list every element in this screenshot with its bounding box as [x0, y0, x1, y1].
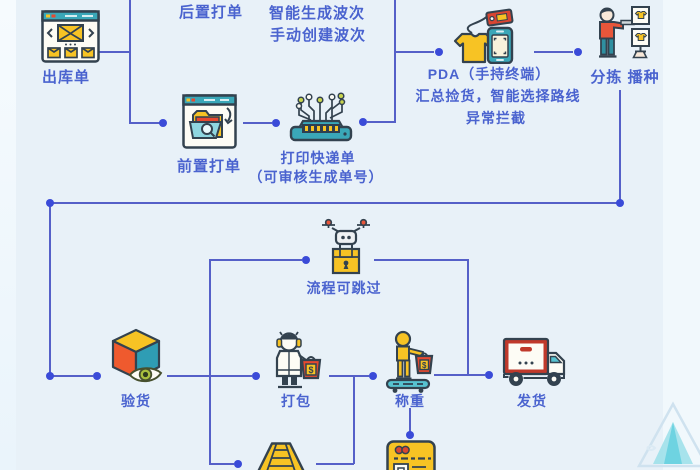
sorting-person-icon	[599, 6, 650, 59]
connector-dot	[272, 119, 280, 127]
node-label-ship: 发货	[517, 393, 547, 409]
pda-scanner-icon	[453, 8, 514, 64]
connector-line	[353, 376, 355, 464]
connector-dot	[574, 48, 582, 56]
page-edge-right	[663, 0, 700, 470]
node-label-sorting: 分拣 播种	[590, 69, 660, 86]
node-label-post-print: 后置打单	[178, 4, 244, 21]
node-desc-pda-2: 异常拦截	[466, 110, 526, 126]
page-edge-left	[0, 0, 16, 470]
connector-line	[316, 463, 354, 465]
connector-dot	[234, 460, 242, 468]
connector-line	[49, 202, 51, 376]
connector-line	[129, 122, 160, 124]
drone-parcel-icon	[322, 218, 370, 275]
connector-line	[129, 0, 131, 124]
packing-robot-icon: $	[275, 331, 322, 389]
connector-line	[434, 374, 485, 376]
node-label-print-express: 打印快递单	[280, 150, 356, 166]
node-sublabel-print-express: （可审核生成单号）	[248, 169, 384, 185]
node-label-inspect: 验货	[121, 393, 151, 409]
connector-line	[243, 122, 272, 124]
terminal-machine-icon	[386, 440, 436, 470]
connector-line	[374, 259, 468, 261]
connector-line	[209, 259, 302, 261]
delivery-truck-icon	[502, 337, 566, 386]
connector-line	[534, 51, 573, 53]
connector-dot	[369, 372, 377, 380]
connector-line	[329, 375, 369, 377]
connector-line	[49, 375, 93, 377]
connector-line	[394, 51, 434, 53]
connector-line	[409, 408, 411, 432]
node-desc-pda-1: 汇总捡货，智能选择路线	[415, 88, 581, 104]
connector-line	[209, 259, 211, 464]
browser-gallery-icon	[41, 10, 100, 63]
connector-line	[367, 121, 396, 123]
connector-dot	[359, 118, 367, 126]
loading-ramp-icon	[257, 442, 305, 470]
connector-line	[394, 0, 396, 123]
connector-dot	[406, 431, 414, 439]
connector-dot	[252, 372, 260, 380]
svg-text:$: $	[308, 365, 313, 375]
browser-folder-icon	[182, 94, 237, 149]
connector-dot	[93, 372, 101, 380]
node-label-wave-auto: 智能生成波次	[268, 5, 366, 22]
svg-text:$: $	[422, 361, 427, 370]
node-label-pda: PDA（手持终端）	[427, 66, 551, 82]
node-label-pack: 打包	[281, 393, 311, 409]
connector-dot	[435, 48, 443, 56]
connector-line	[467, 259, 469, 375]
smart-printer-icon	[289, 92, 353, 142]
connector-dot	[485, 371, 493, 379]
connector-line	[50, 202, 620, 204]
cube-eye-icon	[111, 328, 163, 383]
node-label-pre-print: 前置打单	[176, 158, 242, 175]
connector-line	[619, 90, 621, 203]
node-label-skip: 流程可跳过	[306, 280, 382, 296]
connector-dot	[46, 372, 54, 380]
weighing-person-icon: $	[385, 330, 434, 393]
triangle-logo-watermark	[636, 401, 700, 468]
node-label-weigh: 称重	[395, 393, 425, 409]
connector-line	[209, 463, 234, 465]
node-label-wave-manual: 手动创建波次	[269, 27, 367, 44]
connector-dot	[159, 119, 167, 127]
connector-dot	[616, 199, 624, 207]
connector-dot	[46, 199, 54, 207]
connector-line	[95, 51, 131, 53]
node-label-outbound: 出库单	[41, 69, 91, 86]
connector-dot	[302, 256, 310, 264]
